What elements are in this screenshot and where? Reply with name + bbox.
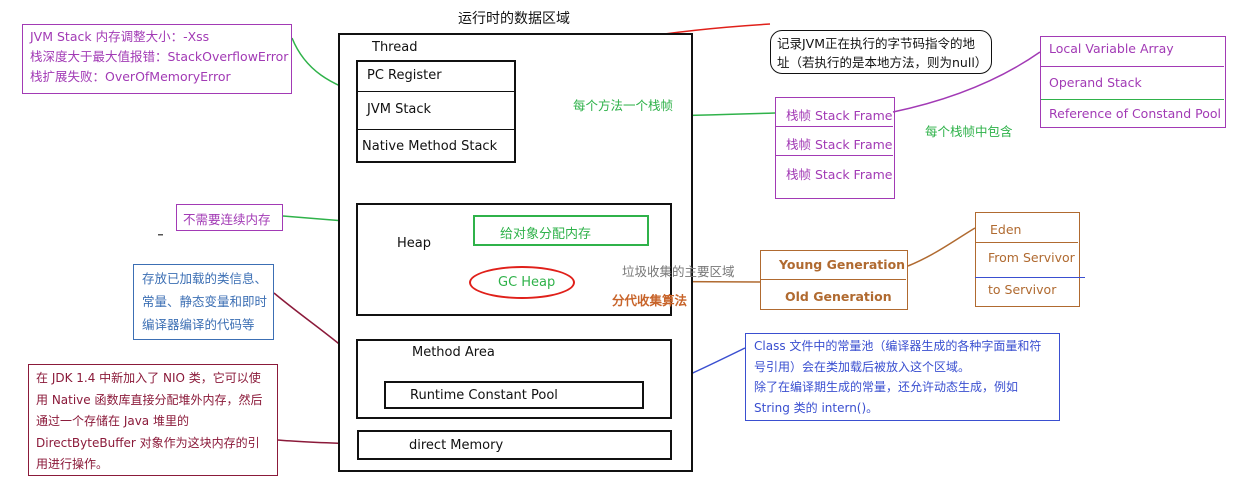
direct-memory-box: direct Memory bbox=[357, 430, 672, 460]
heap-not-contiguous-note: 不需要连续内存 bbox=[176, 204, 283, 231]
runtime-constant-pool-box: Runtime Constant Pool bbox=[384, 381, 644, 409]
frame-part-constant-pool-ref: Reference of Constand Pool bbox=[1041, 100, 1224, 126]
stack-frame-3: 栈帧 Stack Frame bbox=[776, 156, 893, 197]
constant-pool-note: Class 文件中的常量池（编译器生成的各种字面量和符 号引用）会在类加载后被放… bbox=[745, 333, 1060, 421]
generations-group: Young Generation Old Generation bbox=[760, 250, 908, 310]
method-area-note: 存放已加载的类信息、 常量、静态变量和即时 编译器编译的代码等 bbox=[133, 264, 274, 340]
scribble-mark-left bbox=[158, 234, 163, 236]
frame-part-local-variable-label: Local Variable Array bbox=[1049, 41, 1174, 56]
pc-register-label: PC Register bbox=[367, 68, 442, 83]
survivor-divider bbox=[975, 277, 1085, 278]
stack-frame-1-label: 栈帧 Stack Frame bbox=[786, 108, 893, 123]
method-area-note-line-2: 常量、静态变量和即时 bbox=[142, 294, 268, 309]
diagram-title: 运行时的数据区域 bbox=[458, 11, 570, 27]
pc-register-note-line-1: 记录JVM正在执行的字节码指令的地 bbox=[777, 36, 976, 51]
stack-frame-2: 栈帧 Stack Frame bbox=[776, 127, 893, 156]
from-survivor-space: From Servivor bbox=[976, 243, 1078, 279]
to-survivor-space: to Servivor bbox=[976, 279, 1078, 305]
frame-part-operand-stack: Operand Stack bbox=[1041, 67, 1224, 100]
method-area-note-line-3: 编译器编译的代码等 bbox=[142, 317, 255, 332]
jvm-stack-label: JVM Stack bbox=[367, 102, 432, 117]
pc-register-note-line-2: 址（若执行的是本地方法，则为null） bbox=[777, 55, 988, 70]
stack-frame-3-label: 栈帧 Stack Frame bbox=[786, 167, 893, 182]
gc-heap-ellipse: GC Heap bbox=[469, 266, 575, 299]
pc-register-box: PC Register bbox=[356, 60, 516, 92]
frame-contains-label: 每个栈帧中包含 bbox=[925, 124, 1013, 139]
frame-parts-group: Local Variable Array Operand Stack Refer… bbox=[1040, 36, 1226, 128]
eden-label: Eden bbox=[990, 222, 1022, 237]
heap-label: Heap bbox=[397, 236, 431, 251]
jvm-stack-config-line-1: JVM Stack 内存调整大小：-Xss bbox=[30, 29, 210, 44]
young-generation-label: Young Generation bbox=[779, 257, 906, 272]
young-parts-group: Eden From Servivor to Servivor bbox=[975, 212, 1080, 307]
thread-group bbox=[356, 60, 516, 163]
thread-label: Thread bbox=[372, 40, 418, 55]
stack-frames-group: 栈帧 Stack Frame 栈帧 Stack Frame 栈帧 Stack F… bbox=[775, 97, 895, 199]
runtime-constant-pool-label: Runtime Constant Pool bbox=[410, 388, 558, 403]
frame-part-operand-stack-label: Operand Stack bbox=[1049, 75, 1142, 90]
jvm-stack-box: JVM Stack bbox=[356, 92, 516, 130]
nio-note-line-4: DirectByteBuffer 对象作为这块内存的引 bbox=[36, 435, 260, 450]
young-generation: Young Generation bbox=[761, 251, 906, 280]
constant-pool-note-line-4: String 类的 intern()。 bbox=[754, 400, 879, 415]
heap-alloc-box: 给对象分配内存 bbox=[473, 215, 649, 246]
direct-memory-label: direct Memory bbox=[409, 438, 504, 453]
native-method-stack-label: Native Method Stack bbox=[362, 139, 498, 154]
old-generation: Old Generation bbox=[761, 280, 906, 308]
eden-space: Eden bbox=[976, 213, 1078, 243]
pc-register-note: 记录JVM正在执行的字节码指令的地 址（若执行的是本地方法，则为null） bbox=[770, 30, 992, 74]
nio-note-line-3: 通过一个存储在 Java 堆里的 bbox=[36, 414, 189, 428]
stack-frame-2-label: 栈帧 Stack Frame bbox=[786, 137, 893, 152]
stack-frame-1: 栈帧 Stack Frame bbox=[776, 98, 893, 127]
generational-gc-label: 分代收集算法 bbox=[612, 293, 688, 308]
link-young-survivor bbox=[907, 227, 976, 267]
nio-note-line-1: 在 JDK 1.4 中新加入了 NIO 类，它可以使 bbox=[36, 371, 261, 385]
native-method-stack-box: Native Method Stack bbox=[356, 130, 516, 163]
nio-note-line-5: 用进行操作。 bbox=[36, 457, 109, 471]
gc-heap-label: GC Heap bbox=[498, 275, 556, 290]
link-frame-contains bbox=[892, 51, 1041, 113]
constant-pool-note-line-2: 号引用）会在类加载后被放入这个区域。 bbox=[754, 359, 971, 374]
jvm-stack-config-line-3: 栈扩展失败：OverOfMemoryError bbox=[30, 69, 231, 84]
heap-not-contiguous-label: 不需要连续内存 bbox=[183, 212, 271, 227]
constant-pool-note-line-3: 除了在编译期生成的常量，还允许动态生成，例如 bbox=[754, 380, 1019, 394]
from-survivor-label: From Servivor bbox=[988, 250, 1075, 265]
to-survivor-label: to Servivor bbox=[988, 282, 1057, 297]
nio-note-line-2: 用 Native 函数库直接分配堆外内存，然后 bbox=[36, 392, 263, 407]
frame-part-local-variable: Local Variable Array bbox=[1041, 37, 1224, 67]
jvm-stack-config-line-2: 栈深度大于最大值报错：StackOverflowError bbox=[30, 49, 289, 64]
frame-part-constant-pool-ref-label: Reference of Constand Pool bbox=[1049, 106, 1222, 121]
method-area-label: Method Area bbox=[412, 345, 495, 360]
per-method-frame-label: 每个方法一个栈帧 bbox=[573, 98, 674, 113]
method-area-note-line-1: 存放已加载的类信息、 bbox=[142, 271, 268, 286]
gc-main-area-label: 垃圾收集的主要区域 bbox=[622, 264, 735, 279]
jvm-stack-config-note: JVM Stack 内存调整大小：-Xss 栈深度大于最大值报错：StackOv… bbox=[22, 24, 292, 94]
old-generation-label: Old Generation bbox=[785, 289, 892, 304]
nio-note: 在 JDK 1.4 中新加入了 NIO 类，它可以使 用 Native 函数库直… bbox=[28, 364, 278, 476]
constant-pool-note-line-1: Class 文件中的常量池（编译器生成的各种字面量和符 bbox=[754, 339, 1042, 353]
heap-alloc-label: 给对象分配内存 bbox=[500, 227, 592, 242]
